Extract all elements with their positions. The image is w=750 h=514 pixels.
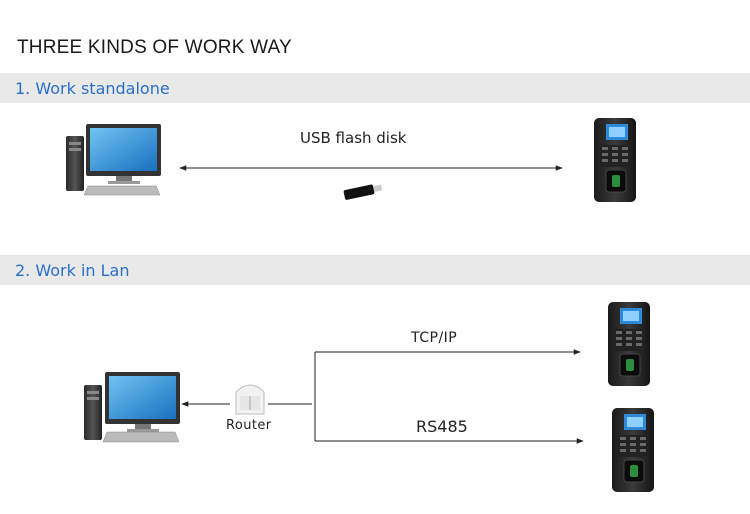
access-terminal-icon xyxy=(612,408,654,492)
desktop-computer-icon xyxy=(84,372,180,442)
access-terminal-icon xyxy=(594,118,636,202)
usb-flash-disk-label: USB flash disk xyxy=(300,129,406,147)
router-label: Router xyxy=(226,418,271,433)
desktop-computer-icon xyxy=(66,124,161,195)
access-terminal-icon xyxy=(608,302,650,386)
tcp-ip-label: TCP/IP xyxy=(411,330,457,346)
rs485-label: RS485 xyxy=(416,417,468,436)
usb-flash-disk-icon xyxy=(343,183,382,201)
router-icon xyxy=(236,385,264,414)
